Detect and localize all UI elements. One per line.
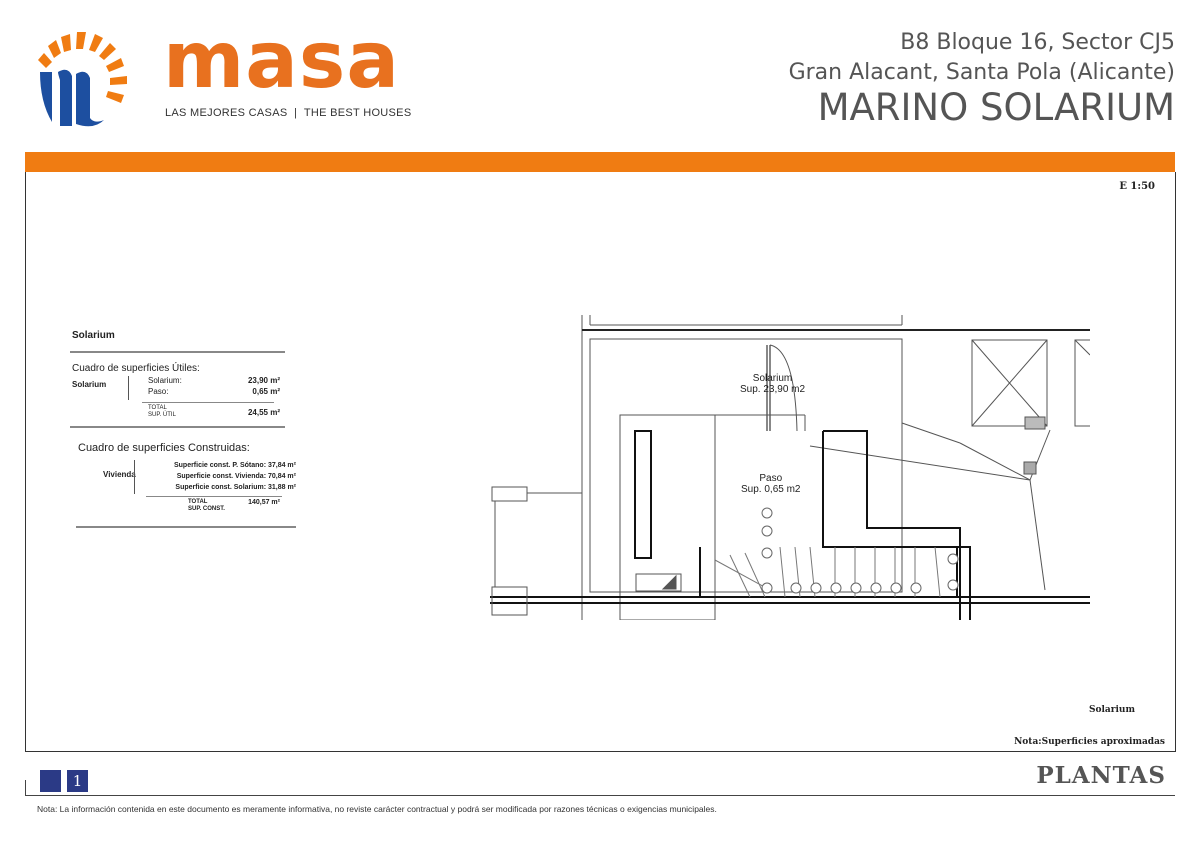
brand-name: masa (163, 16, 400, 106)
floor-plan (490, 315, 1090, 620)
utiles-total: 24,55 m² (247, 408, 280, 417)
divider (76, 526, 296, 528)
table-title: Solarium (72, 330, 115, 341)
construidas-heading: Cuadro de superficies Construidas: (78, 442, 250, 454)
construidas-row: Superficie const. Solarium: 31,88 m² (175, 484, 296, 491)
construidas-total: 140,57 m² (248, 499, 280, 506)
disclaimer: Nota: La información contenida en este d… (37, 804, 717, 814)
divider (70, 426, 285, 428)
surface-table: Solarium Cuadro de superficies Útiles: S… (70, 330, 296, 528)
scale-label: E 1:50 (1119, 181, 1155, 192)
total-label: TOTAL (148, 405, 167, 411)
masa-logo-icon (38, 32, 127, 127)
divider (142, 402, 274, 403)
plan-label: Solarium (1089, 705, 1135, 715)
utiles-group: Solarium (72, 380, 107, 389)
divider (25, 795, 1175, 796)
divider (134, 460, 135, 494)
construidas-row: Superficie const. P. Sótano: 37,84 m² (173, 462, 296, 469)
divider (128, 376, 129, 400)
utiles-heading: Cuadro de superficies Útiles: (72, 363, 200, 374)
orange-header-bar (25, 152, 1175, 172)
note-approx: Nota:Superficies aproximadas (1014, 737, 1165, 747)
room-name: Paso (759, 473, 783, 484)
room-area: Sup. 23,90 m2 (740, 384, 806, 395)
brand-tagline: LAS MEJORES CASAS | THE BEST HOUSES (165, 107, 412, 119)
utiles-row-label: Paso: (148, 387, 169, 396)
total-label: SUP. CONST. (188, 506, 225, 512)
divider (70, 351, 285, 353)
construidas-rows: Superficie const. P. Sótano: 37,84 m² Su… (174, 460, 296, 493)
room-area: Sup. 0,65 m2 (741, 484, 801, 495)
divider (146, 496, 282, 497)
construidas-row: Superficie const. Vivienda: 70,84 m² (176, 473, 296, 480)
total-label: SUP. ÚTIL (148, 412, 176, 418)
address-line-2: Gran Alacant, Santa Pola (Alicante) (788, 60, 1175, 85)
drawing-frame (25, 172, 1176, 752)
utiles-row-value: 23,90 m² (247, 376, 280, 385)
sheet-marker (40, 770, 61, 792)
sheet-number: 1 (67, 770, 88, 792)
project-title: MARINO SOLARIUM (817, 86, 1175, 129)
section-title: PLANTAS (1036, 762, 1166, 789)
room-name: Solarium (752, 373, 793, 384)
utiles-row-value: 0,65 m² (252, 387, 280, 396)
address-line-1: B8 Bloque 16, Sector CJ5 (900, 30, 1175, 55)
utiles-row-label: Solarium: (148, 376, 182, 385)
construidas-group: Vivienda (103, 470, 136, 479)
divider (25, 780, 26, 795)
total-label: TOTAL (188, 499, 208, 505)
